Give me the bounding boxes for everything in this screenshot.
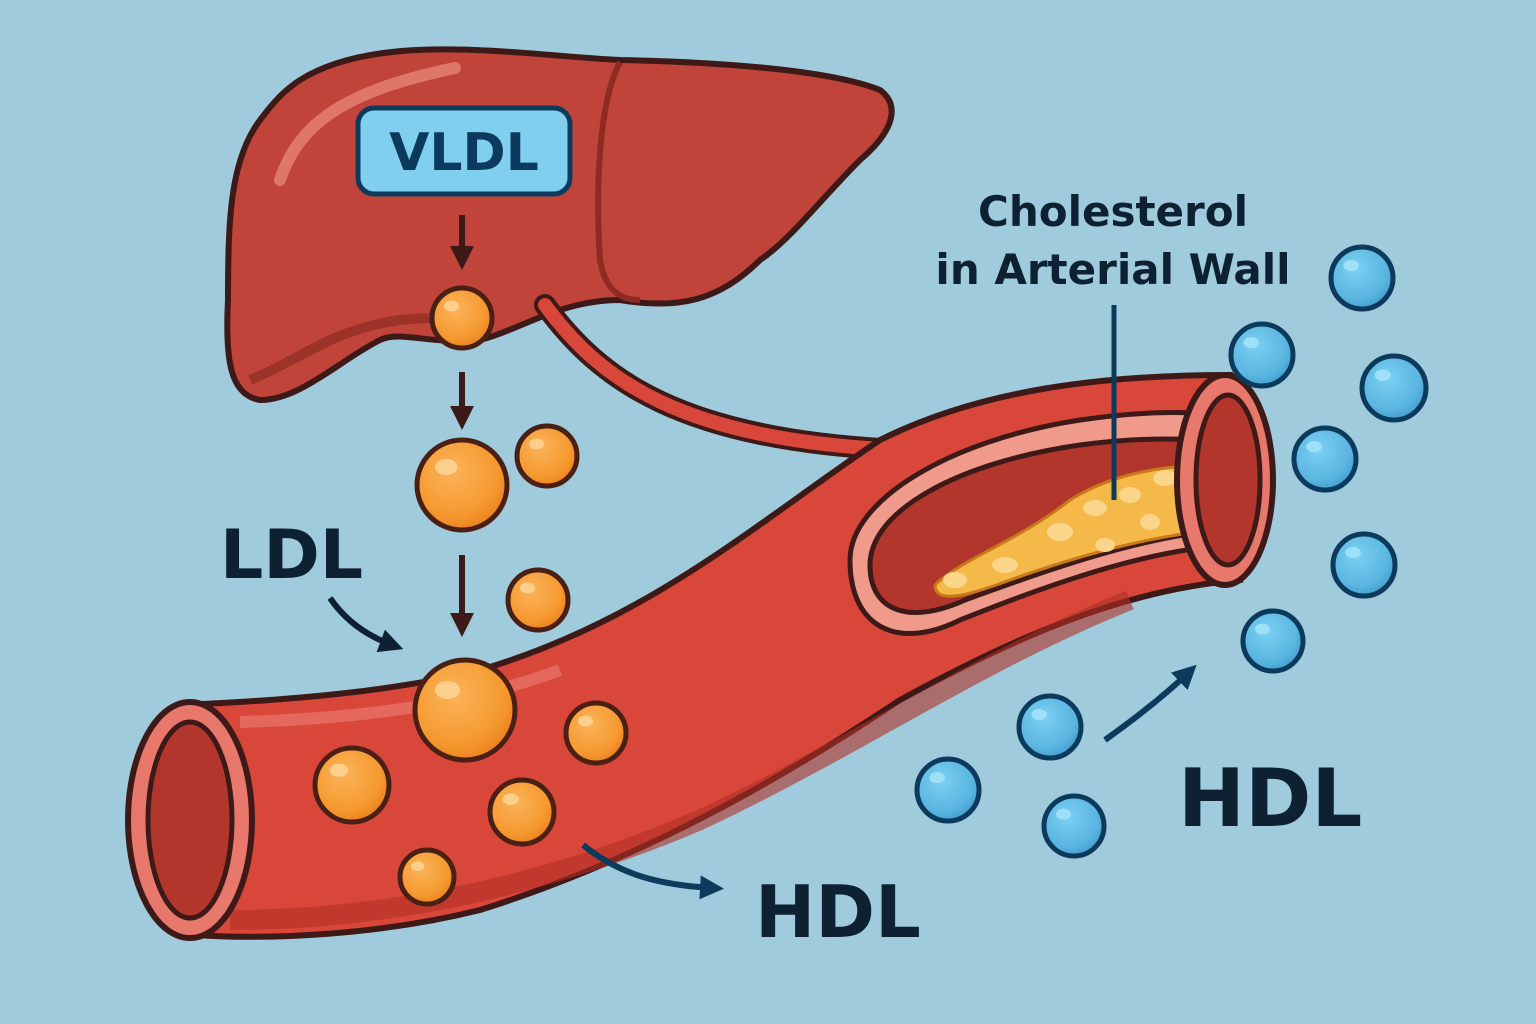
ldl-label: LDL	[220, 516, 363, 595]
hdl-particle	[1359, 353, 1429, 423]
vldl-label-box: VLDL	[355, 105, 573, 197]
hdl-particle	[1328, 244, 1396, 312]
plaque-globules	[943, 470, 1177, 588]
liver-lobe-division	[595, 60, 641, 303]
ldl-particle	[397, 847, 457, 907]
artery	[125, 371, 1276, 941]
artery-opening-left-inner	[145, 719, 235, 921]
liver	[224, 46, 895, 404]
vldl-label: VLDL	[389, 123, 539, 183]
plaque-label-line1: Cholesterol	[978, 187, 1248, 236]
ldl-particle	[412, 657, 518, 763]
hdl-particles	[914, 244, 1429, 859]
ldl-particle	[514, 423, 580, 489]
hepatic-vessel	[538, 298, 907, 457]
artery-opening-right-inner	[1193, 392, 1263, 568]
hdl-return-arrow-icon	[1103, 664, 1197, 743]
hdl-particle	[1228, 321, 1296, 389]
hdl-particle	[1016, 693, 1084, 761]
hdl-particle	[1291, 425, 1359, 493]
hdl-label-right: HDL	[1178, 752, 1362, 845]
ldl-particle	[563, 700, 629, 766]
ldl-particle	[414, 437, 510, 533]
hdl-particle	[914, 756, 982, 824]
hdl-out-arrow-icon	[581, 842, 724, 900]
ldl-curved-arrow-icon	[327, 596, 404, 653]
plaque-label-line2: in Arterial Wall	[935, 245, 1290, 294]
hdl-particle	[1041, 793, 1107, 859]
hdl-label-bottom: HDL	[755, 870, 921, 954]
liver-body	[224, 46, 895, 404]
ldl-particle	[505, 567, 571, 633]
liver-highlight	[274, 62, 461, 186]
ldl-particle	[429, 285, 495, 351]
hdl-particle	[1330, 531, 1398, 599]
artery-shadow	[229, 590, 1134, 930]
ldl-particles	[312, 285, 629, 907]
hdl-particle	[1240, 608, 1306, 674]
ldl-particle	[312, 745, 392, 825]
ldl-particle	[487, 777, 557, 847]
